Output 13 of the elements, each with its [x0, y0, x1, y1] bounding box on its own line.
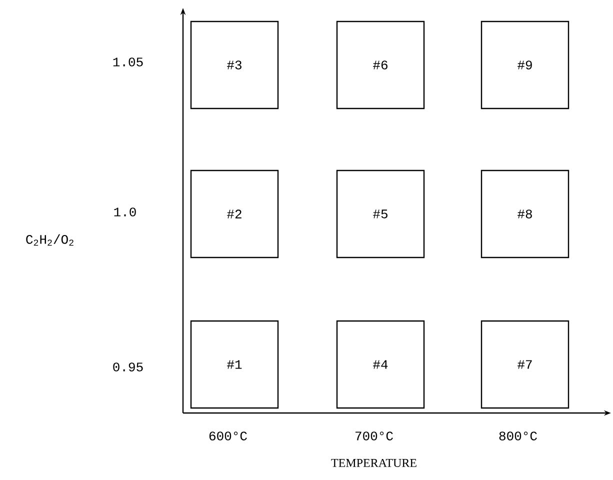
sample-box: #9 [480, 20, 570, 110]
sample-box: #1 [190, 320, 279, 409]
sample-box: #7 [480, 320, 570, 409]
axis-label: C$_{2}$H$_{2}$/O$_{2}$ [26, 234, 74, 246]
sample-box: #5 [336, 170, 425, 258]
sample-box: #8 [480, 170, 570, 258]
sample-box: #3 [190, 20, 279, 110]
sample-box: #6 [336, 20, 425, 110]
sample-box: #2 [190, 170, 279, 258]
sample-box: #4 [336, 320, 425, 409]
tick-label: 1.0 [114, 208, 136, 216]
axis-label: TEMPERATURE [331, 458, 416, 467]
tick-label: 600°C [209, 432, 247, 440]
